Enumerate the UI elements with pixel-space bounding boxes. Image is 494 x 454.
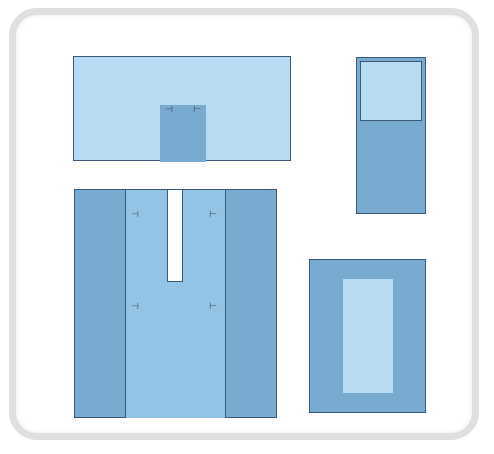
top-right-panel [356, 57, 426, 214]
bottom-right-window [343, 279, 393, 393]
slit-opening [167, 190, 183, 282]
clip-tab-icon: ⊢ [208, 208, 218, 220]
large-drape-panel: ⊣ ⊢ ⊣ ⊢ [74, 189, 277, 418]
clip-tab-icon: ⊣ [130, 300, 140, 312]
clip-tab-icon: ⊣ [130, 208, 140, 220]
clip-tab-icon: ⊢ [208, 300, 218, 312]
top-right-window [360, 61, 422, 121]
top-wide-panel: ⊣ ⊢ [73, 56, 291, 161]
clip-tab-icon: ⊣ [164, 103, 174, 115]
bottom-right-panel [309, 259, 426, 413]
clip-tab-icon: ⊢ [192, 103, 202, 115]
